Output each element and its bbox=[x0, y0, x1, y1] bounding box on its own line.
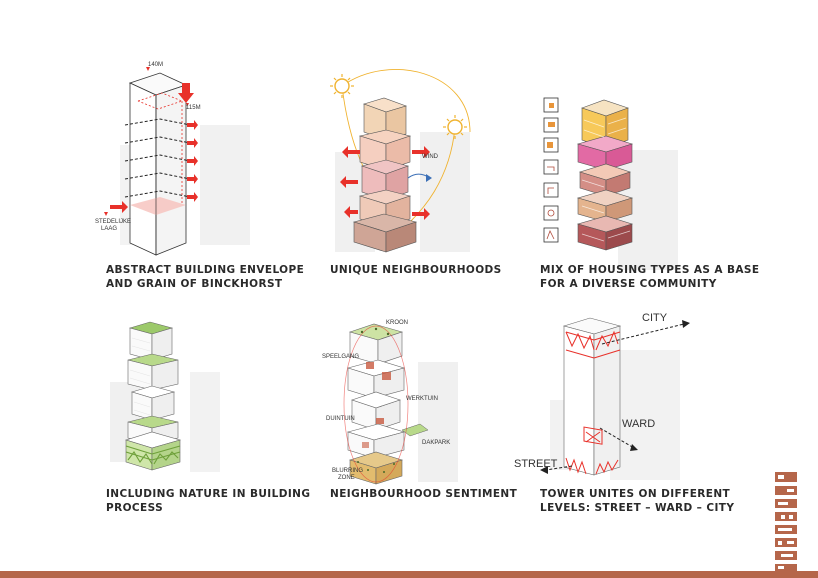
label-ward: WARD bbox=[622, 418, 656, 430]
logo-mark bbox=[773, 472, 799, 572]
label-street: STREET bbox=[514, 458, 558, 470]
diagram-tower-unites: CITY WARD STREET bbox=[510, 310, 710, 500]
caption-housing-types: MIX OF HOUSING TYPES AS A BASE FOR A DIV… bbox=[540, 264, 760, 290]
caption-nature: INCLUDING NATURE IN BUILDING PROCESS bbox=[106, 488, 311, 514]
diagram-building-envelope: 140M 115M STEDELIJKE LAAG bbox=[90, 55, 290, 256]
label-laag: LAAG bbox=[101, 226, 118, 232]
label-werktuin: WERKTUIN bbox=[406, 396, 438, 402]
sun-icon bbox=[330, 74, 354, 98]
label-zone: ZONE bbox=[338, 475, 355, 481]
caption-unique-neighbourhoods: UNIQUE NEIGHBOURHOODS bbox=[330, 264, 502, 276]
footer-bar bbox=[0, 571, 818, 578]
label-stedelijke: STEDELIJKE bbox=[95, 219, 132, 225]
sentiment-drawing bbox=[343, 323, 458, 485]
label-city: CITY bbox=[642, 312, 668, 324]
logo-mark-icon bbox=[775, 472, 797, 572]
label-duintuin: DUINTUIN bbox=[326, 416, 355, 422]
label-140m: 140M bbox=[148, 62, 164, 68]
diagram-nature bbox=[100, 312, 300, 502]
housing-types-drawing bbox=[543, 97, 678, 270]
label-blurring: BLURRING bbox=[332, 468, 364, 474]
caption-neighbourhood-sentiment: NEIGHBOURHOOD SENTIMENT bbox=[330, 488, 518, 500]
caption-building-envelope: ABSTRACT BUILDING ENVELOPE AND GRAIN OF … bbox=[106, 264, 305, 290]
caption-tower-unites: TOWER UNITES ON DIFFERENT LEVELS: STREET… bbox=[540, 488, 735, 514]
envelope-drawing bbox=[104, 67, 250, 256]
label-115m: 115M bbox=[186, 105, 201, 111]
diagram-neighbourhood-sentiment: KROON SPEELGANG WERKTUIN DUINTUIN DAKPAR… bbox=[318, 312, 518, 502]
label-speelgang: SPEELGANG bbox=[322, 354, 360, 360]
tower-unites-drawing bbox=[540, 317, 690, 480]
neighbourhoods-drawing bbox=[330, 69, 471, 253]
label-dakpark: DAKPARK bbox=[422, 440, 451, 446]
diagram-unique-neighbourhoods: WIND bbox=[320, 62, 520, 253]
diagram-housing-types bbox=[538, 90, 738, 280]
nature-drawing bbox=[110, 321, 220, 472]
label-kroon: KROON bbox=[386, 320, 409, 326]
sun-icon bbox=[443, 115, 467, 139]
label-wind: WIND bbox=[422, 154, 438, 160]
